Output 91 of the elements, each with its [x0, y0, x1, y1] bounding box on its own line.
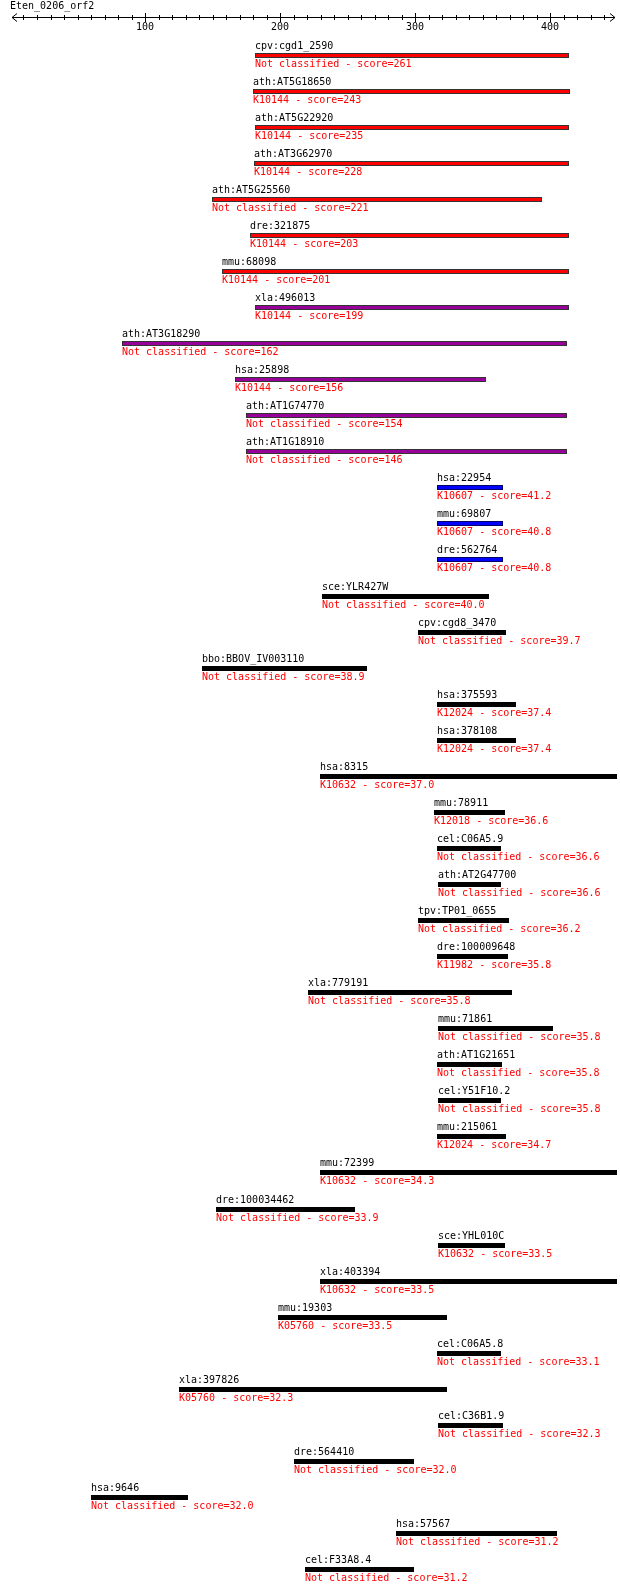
score-text: Not classified - score=32.0: [91, 1500, 254, 1512]
gene-id: ath:AT5G18650: [253, 75, 332, 88]
gene-id: sce:YHL010C: [438, 1229, 505, 1242]
score-text: Not classified - score=162: [122, 346, 279, 359]
score-text: K10144 - score=203: [250, 237, 359, 250]
gene-id: cel:Y51F10.2: [438, 1085, 511, 1098]
score-text: K12018 - score=36.6: [434, 814, 549, 827]
score-text: K10144 - score=156: [235, 382, 344, 395]
score-text: Not classified - score=33.1: [437, 1355, 600, 1368]
gene-id: ath:AT2G47700: [438, 868, 517, 881]
score-text: Not classified - score=261: [255, 57, 412, 70]
score-text: K10144 - score=228: [254, 165, 363, 178]
gene-id: mmu:78911: [434, 796, 489, 809]
tick-label: 300: [405, 21, 425, 33]
score-text: Not classified - score=38.9: [202, 670, 365, 683]
gene-id: cel:F33A8.4: [305, 1554, 372, 1567]
score-text: Not classified - score=32.3: [438, 1427, 601, 1440]
gene-id: hsa:8315: [320, 760, 369, 773]
score-text: Not classified - score=32.0: [294, 1463, 457, 1476]
gene-id: mmu:71861: [438, 1013, 493, 1026]
diagram-title: Eten_0206_orf2: [10, 0, 95, 12]
score-text: Not classified - score=35.8: [308, 995, 471, 1008]
score-text: K12024 - score=37.4: [437, 742, 552, 755]
score-text: Not classified - score=221: [212, 201, 369, 214]
tick-label: 200: [270, 21, 290, 33]
score-text: K10607 - score=40.8: [437, 526, 552, 539]
score-text: Not classified - score=154: [246, 418, 403, 431]
gene-id: hsa:375593: [437, 688, 498, 701]
score-text: K10632 - score=33.5: [438, 1247, 553, 1260]
gene-id: mmu:69807: [437, 508, 492, 521]
score-text: K10632 - score=34.3: [320, 1175, 435, 1188]
score-text: K12024 - score=37.4: [437, 706, 552, 719]
gene-id: dre:100034462: [216, 1193, 295, 1206]
score-text: Not classified - score=31.2: [305, 1572, 468, 1585]
score-text: K10632 - score=37.0: [320, 778, 435, 791]
gene-id: bbo:BBOV_IV003110: [202, 652, 305, 665]
gene-id: ath:AT1G21651: [437, 1049, 516, 1062]
gene-id: cel:C06A5.8: [437, 1337, 504, 1350]
score-text: K10144 - score=199: [255, 310, 364, 322]
gene-id: ath:AT3G18290: [122, 328, 201, 341]
score-text: K05760 - score=33.5: [278, 1319, 393, 1332]
tick-label: 100: [135, 21, 155, 33]
gene-id: dre:564410: [294, 1445, 355, 1458]
score-text: K10144 - score=235: [255, 129, 364, 142]
gene-id: ath:AT5G25560: [212, 183, 291, 196]
gene-id: mmu:68098: [222, 255, 277, 268]
gene-id: xla:397826: [179, 1373, 240, 1386]
gene-id: ath:AT5G22920: [255, 111, 334, 124]
gene-id: xla:496013: [255, 292, 316, 304]
gene-id: mmu:19303: [278, 1301, 333, 1314]
score-text: Not classified - score=36.2: [418, 923, 581, 936]
gene-id: hsa:22954: [437, 472, 492, 485]
score-text: K12024 - score=34.7: [437, 1139, 552, 1152]
score-text: Not classified - score=40.0: [322, 598, 485, 611]
score-text: Not classified - score=33.9: [216, 1211, 379, 1224]
score-text: Not classified - score=35.8: [437, 1067, 600, 1080]
gene-id: xla:403394: [320, 1265, 381, 1278]
gene-id: dre:321875: [250, 219, 311, 232]
gene-id: cel:C06A5.9: [437, 832, 504, 845]
score-text: Not classified - score=146: [246, 454, 403, 467]
gene-id: hsa:9646: [91, 1482, 140, 1494]
gene-id: hsa:378108: [437, 724, 498, 737]
score-text: Not classified - score=31.2: [396, 1536, 559, 1549]
gene-id: cpv:cgd1_2590: [255, 39, 334, 52]
score-text: K10607 - score=40.8: [437, 562, 552, 575]
tick-label: 400: [540, 21, 560, 33]
gene-id: ath:AT3G62970: [254, 147, 333, 160]
score-text: Not classified - score=35.8: [438, 1031, 601, 1044]
score-text: Not classified - score=39.7: [418, 634, 581, 647]
score-text: K05760 - score=32.3: [179, 1391, 294, 1404]
gene-id: ath:AT1G74770: [246, 400, 325, 413]
gene-id: cel:C36B1.9: [438, 1409, 505, 1422]
score-text: Not classified - score=36.6: [438, 886, 601, 899]
score-text: K10632 - score=33.5: [320, 1283, 435, 1296]
gene-id: dre:100009648: [437, 941, 516, 954]
gene-id: mmu:215061: [437, 1121, 498, 1134]
gene-id: mmu:72399: [320, 1157, 375, 1170]
score-text: K10144 - score=201: [222, 273, 331, 286]
gene-id: tpv:TP01_0655: [418, 905, 497, 918]
gene-id: hsa:25898: [235, 364, 290, 377]
score-text: Not classified - score=35.8: [438, 1103, 601, 1116]
score-text: Not classified - score=36.6: [437, 850, 600, 863]
gene-id: cpv:cgd8_3470: [418, 616, 497, 629]
score-text: K10144 - score=243: [253, 93, 362, 106]
score-text: K11982 - score=35.8: [437, 959, 552, 972]
gene-id: xla:779191: [308, 977, 369, 990]
gene-id: dre:562764: [437, 544, 498, 557]
score-text: K10607 - score=41.2: [437, 490, 552, 503]
gene-id: ath:AT1G18910: [246, 436, 325, 449]
gene-id: sce:YLR427W: [322, 580, 389, 593]
gene-id: hsa:57567: [396, 1518, 451, 1531]
